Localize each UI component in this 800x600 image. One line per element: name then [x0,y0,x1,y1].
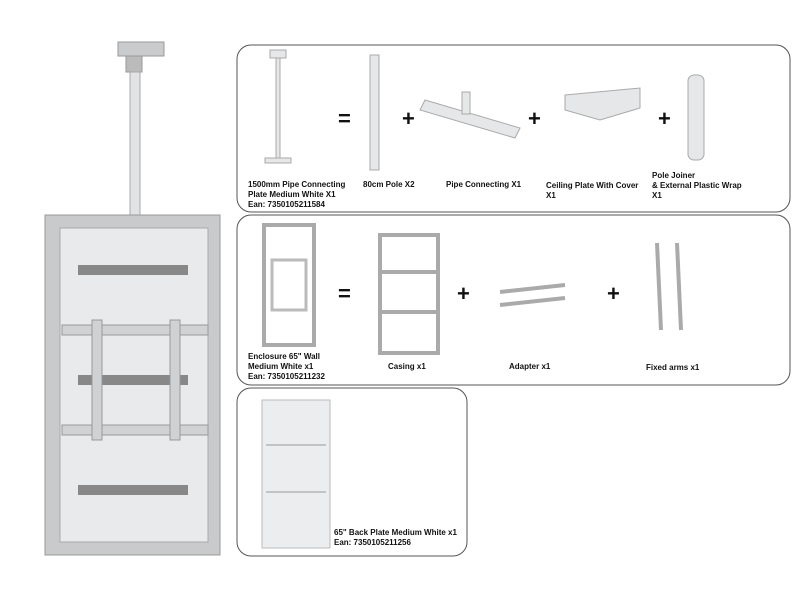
part-label: 80cm Pole X2 [363,180,415,189]
kit-box-enclosure [236,214,791,386]
kit-label-enclosure: Enclosure 65" Wall Medium White x1 Ean: … [248,352,325,382]
part-label-line: & External Plastic Wrap [652,181,742,190]
assembled-enclosure-image [44,41,221,556]
plus-sign: + [457,281,470,306]
equals-sign: = [338,106,351,131]
kit-label-backplate: 65" Back Plate Medium White x1 Ean: 7350… [334,528,457,548]
part-label-line: X1 [546,191,556,200]
kit-label-pipe: 1500mm Pipe Connecting Plate Medium Whit… [248,180,345,210]
part-label: Ceiling Plate With Cover X1 [546,181,638,201]
part-label: Fixed arms x1 [646,363,700,372]
kit-ean: Ean: 7350105211232 [248,372,325,381]
kit-name: 65" Back Plate Medium White x1 [334,528,457,537]
part-label-line: Pole Joiner [652,171,696,180]
plus-sign: + [528,106,541,131]
part-label: Adapter x1 [509,362,551,371]
part-label: Pole Joiner & External Plastic Wrap X1 [652,171,742,201]
part-label-line: X1 [652,191,662,200]
kit-ean: Ean: 7350105211256 [334,538,411,547]
kit-box-pipe [236,44,791,213]
kit-name: Enclosure 65" Wall [248,352,320,361]
kit-name: 1500mm Pipe Connecting [248,180,346,189]
kit-name-2: Plate Medium White X1 [248,190,336,199]
plus-sign: + [658,106,671,131]
part-label-line: Ceiling Plate With Cover [546,181,639,190]
kit-box-backplate [236,387,468,557]
part-label: Pipe Connecting X1 [446,180,522,189]
part-label: Casing x1 [388,362,426,371]
kit-name-2: Medium White x1 [248,362,314,371]
plus-sign: + [607,281,620,306]
equals-sign: = [338,281,351,306]
kit-ean: Ean: 7350105211584 [248,200,325,209]
plus-sign: + [402,106,415,131]
